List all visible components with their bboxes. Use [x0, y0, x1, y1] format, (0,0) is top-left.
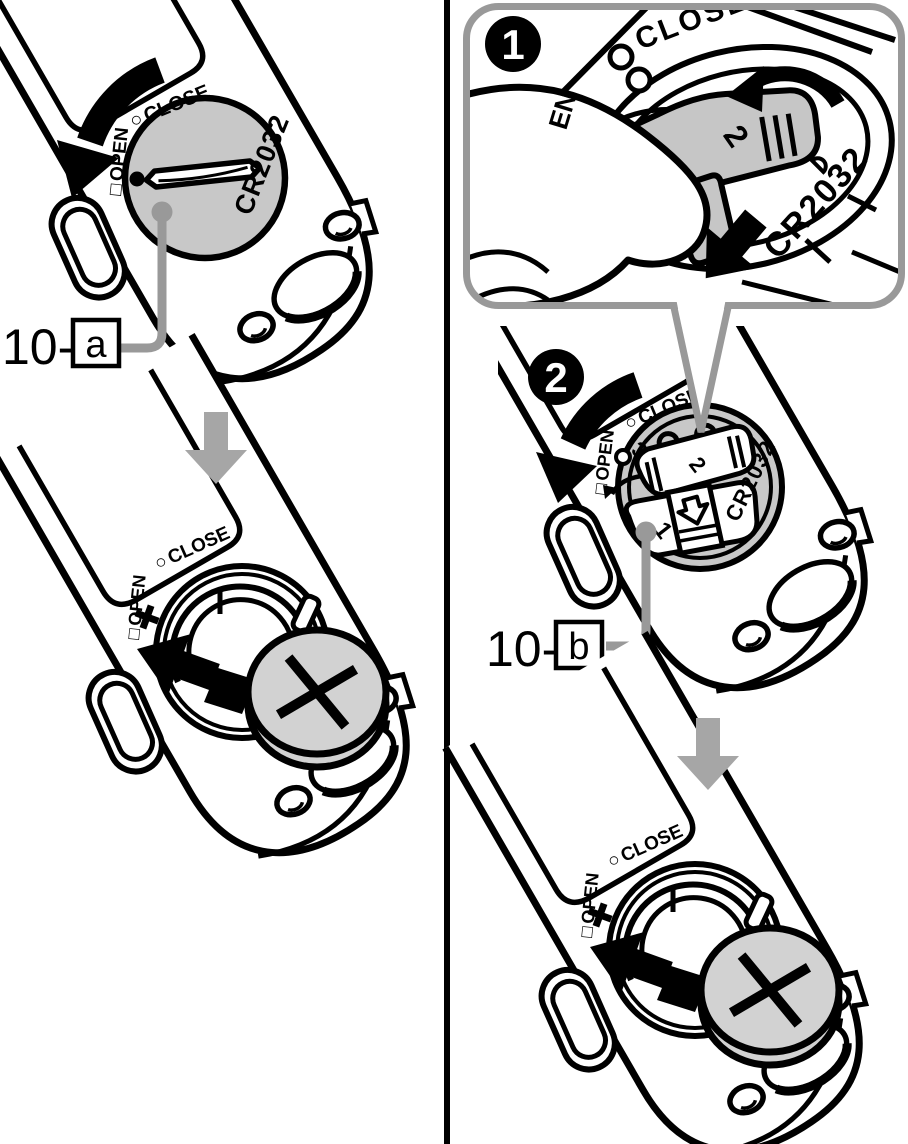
rotate-mark [610, 473, 643, 496]
position-dot [625, 66, 653, 94]
rotate-holder-arrow-icon [754, 66, 845, 109]
rotate-to-open-arrowhead-icon [57, 140, 119, 198]
part-letter: a [85, 324, 107, 366]
step1-closeup-illustration: 2 CLOSE EN CR2032 1 [470, 10, 899, 305]
cover-index-dot [129, 171, 145, 187]
step-1-badge: 1 [485, 16, 541, 72]
slider-arrow-icon [676, 494, 710, 526]
thumbnail-line [470, 249, 550, 274]
coin-slot [143, 158, 263, 190]
d-shaped-mark [809, 156, 828, 175]
holder-slider: 1 [623, 480, 760, 558]
dial-tick [846, 193, 878, 213]
rotate-holder-arrowhead-icon [726, 66, 764, 112]
svg-text:1: 1 [501, 21, 524, 68]
cover-closed-illustration: CR2032 ○CLOSE □OPEN [0, 0, 420, 441]
holder-latch: 2 [634, 422, 757, 497]
part-label-prefix: 10- [486, 621, 558, 677]
callout-pointer-fill [676, 298, 726, 430]
part-letter-box [70, 317, 122, 369]
svg-text:2: 2 [544, 354, 567, 401]
rotate-to-open-arrow-icon [77, 57, 166, 147]
rotate-to-open-arrowhead-icon [536, 452, 597, 503]
part-letter: b [568, 626, 589, 668]
part-label-10a: 10- a [2, 317, 122, 375]
battery-removal-illustration [0, 328, 457, 915]
thumbnail-line [470, 286, 550, 303]
step-2-badge: 2 [528, 349, 584, 405]
dial-tick [804, 238, 832, 264]
battery-removal-illustration [400, 626, 908, 1144]
part-letter-box [553, 619, 605, 671]
part-label-10b: 10- b [486, 619, 605, 677]
rotate-to-open-arrow-icon [560, 372, 643, 451]
leader-line [121, 212, 167, 353]
holder-installed-illustration: 2 1 3 CR2032 ○CLOSE □OPEN 2 [405, 163, 908, 750]
part-label-prefix: 10- [2, 319, 74, 375]
slide-out-arrow-icon [705, 209, 767, 279]
position-dot [607, 43, 635, 71]
position-dot [614, 448, 632, 466]
panel-divider [444, 0, 450, 1144]
rotate-mark-arrowhead [603, 485, 617, 499]
thumb-silhouette [470, 83, 711, 305]
callout-pointer [669, 302, 733, 433]
